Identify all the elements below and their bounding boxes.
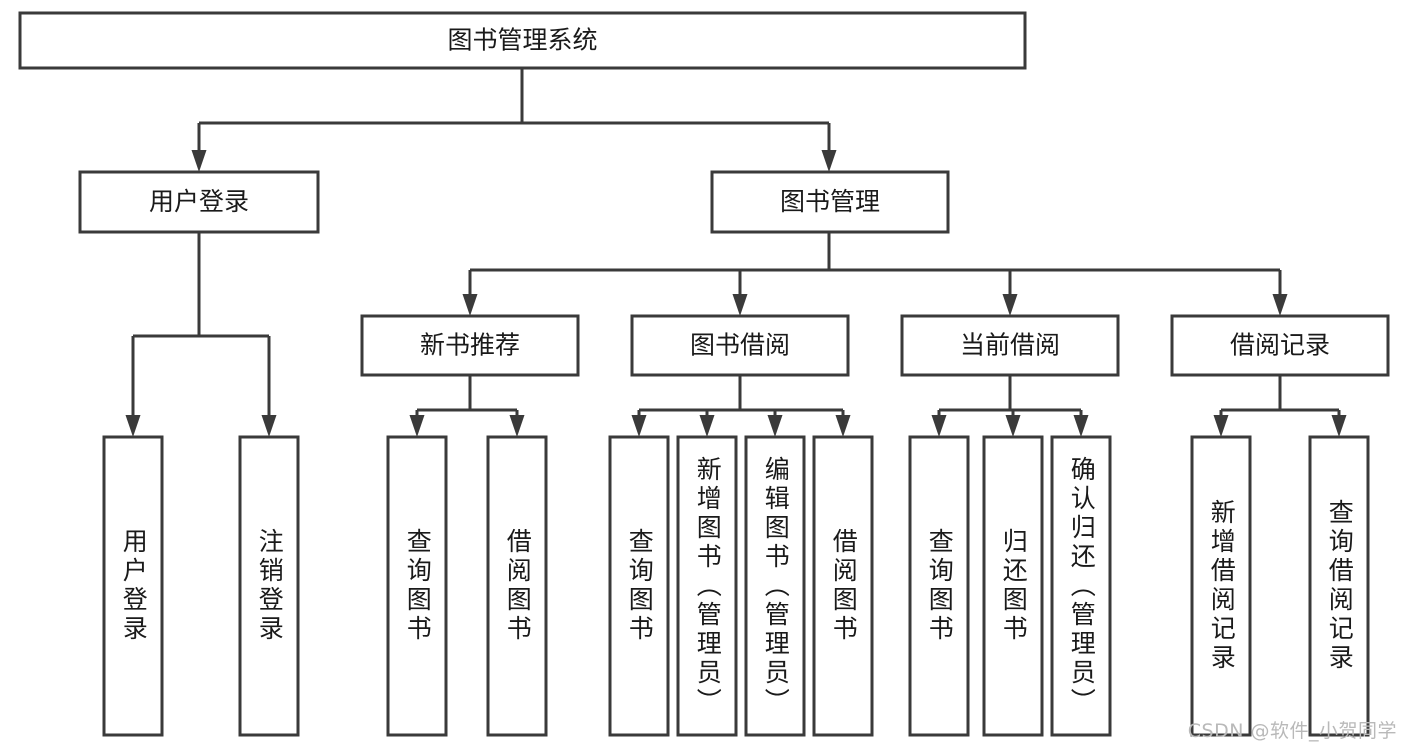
node-label-book-borrow: 图书借阅 <box>690 331 790 360</box>
node-leaf-borrow-book-2[interactable] <box>812 435 874 737</box>
node-leaf-user-login[interactable] <box>102 435 164 737</box>
node-box-leaf-logout <box>238 435 300 737</box>
node-box-root <box>18 11 1027 70</box>
node-leaf-borrow-book-1[interactable] <box>486 435 548 737</box>
node-label-current-borrow: 当前借阅 <box>960 331 1060 360</box>
node-box-current-borrow <box>900 314 1120 377</box>
node-box-leaf-add-book <box>676 435 738 737</box>
node-box-book-borrow <box>630 314 850 377</box>
arrowhead-bm-to-book-borrow <box>732 294 748 316</box>
node-box-leaf-return-book <box>982 435 1044 737</box>
node-leaf-query-book-3[interactable] <box>908 435 970 737</box>
arrowhead-cb-to-leaf2 <box>1005 415 1021 437</box>
node-label-root: 图书管理系统 <box>447 26 597 55</box>
node-label-book-manage: 图书管理 <box>780 187 880 216</box>
arrowhead-nbr-to-leaf2 <box>509 415 525 437</box>
node-leaf-add-record[interactable] <box>1190 435 1252 737</box>
arrowhead-ul-to-leaf2 <box>261 415 277 437</box>
node-box-leaf-confirm-return <box>1050 435 1112 737</box>
node-box-leaf-borrow-book-1 <box>486 435 548 737</box>
node-box-leaf-query-record <box>1308 435 1370 737</box>
node-label-user-login: 用户登录 <box>149 187 249 216</box>
node-label-new-book-rec: 新书推荐 <box>420 331 520 360</box>
arrowhead-bm-to-new-book-rec <box>462 294 478 316</box>
arrowhead-bb-to-leaf4 <box>835 415 851 437</box>
node-leaf-return-book[interactable] <box>982 435 1044 737</box>
node-book-borrow[interactable]: 图书借阅 <box>630 314 850 377</box>
node-leaf-query-book-1[interactable] <box>386 435 448 737</box>
arrowhead-br-to-leaf2 <box>1331 415 1347 437</box>
node-label-borrow-record: 借阅记录 <box>1230 331 1330 360</box>
arrowhead-ul-to-leaf1 <box>125 415 141 437</box>
node-leaf-logout[interactable] <box>238 435 300 737</box>
node-leaf-add-book[interactable] <box>676 435 738 737</box>
node-box-leaf-query-book-2 <box>608 435 670 737</box>
node-box-leaf-borrow-book-2 <box>812 435 874 737</box>
node-box-borrow-record <box>1170 314 1390 377</box>
node-box-leaf-user-login <box>102 435 164 737</box>
node-book-manage[interactable]: 图书管理 <box>710 170 950 234</box>
node-box-leaf-edit-book <box>744 435 806 737</box>
arrowhead-bb-to-leaf2 <box>699 415 715 437</box>
node-leaf-query-book-2[interactable] <box>608 435 670 737</box>
node-box-book-manage <box>710 170 950 234</box>
node-leaf-confirm-return[interactable] <box>1050 435 1112 737</box>
arrowhead-bm-to-borrow-record <box>1272 294 1288 316</box>
node-user-login[interactable]: 用户登录 <box>78 170 320 234</box>
node-box-leaf-add-record <box>1190 435 1252 737</box>
node-box-user-login <box>78 170 320 234</box>
node-new-book-rec[interactable]: 新书推荐 <box>360 314 580 377</box>
node-leaf-query-record[interactable] <box>1308 435 1370 737</box>
node-current-borrow[interactable]: 当前借阅 <box>900 314 1120 377</box>
arrowhead-root-to-user-login <box>191 150 207 172</box>
arrowhead-br-to-leaf1 <box>1213 415 1229 437</box>
node-borrow-record[interactable]: 借阅记录 <box>1170 314 1390 377</box>
arrowhead-root-to-book-manage <box>821 150 837 172</box>
node-root[interactable]: 图书管理系统 <box>18 11 1027 70</box>
node-box-leaf-query-book-1 <box>386 435 448 737</box>
node-leaf-edit-book[interactable] <box>744 435 806 737</box>
csdn-watermark: CSDN @软件_小贺同学 <box>1187 720 1397 742</box>
arrowhead-nbr-to-leaf1 <box>409 415 425 437</box>
node-box-new-book-rec <box>360 314 580 377</box>
arrowhead-cb-to-leaf3 <box>1073 415 1089 437</box>
arrowhead-bb-to-leaf1 <box>631 415 647 437</box>
arrowhead-bb-to-leaf3 <box>767 415 783 437</box>
arrowhead-cb-to-leaf1 <box>931 415 947 437</box>
arrowhead-bm-to-current-borrow <box>1002 294 1018 316</box>
node-box-leaf-query-book-3 <box>908 435 970 737</box>
